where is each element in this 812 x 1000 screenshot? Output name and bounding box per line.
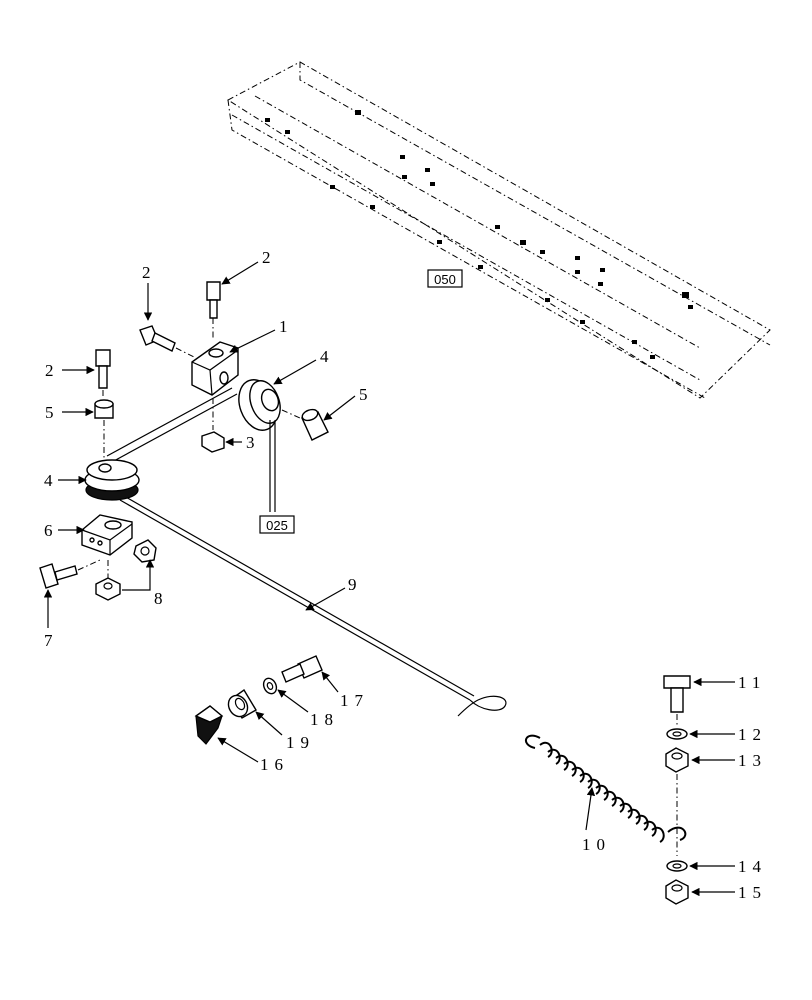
- callout-2b: 2: [262, 248, 277, 267]
- callout-13: 13: [738, 751, 767, 770]
- bolt-upper-horizontal: [139, 325, 197, 359]
- callout-labels: 1 2 2 2 3 4 4 5 5 6 7 8 9 10 11 12 13 14…: [44, 248, 767, 902]
- nut-8-lower: [95, 560, 121, 601]
- washer-14: [666, 860, 688, 872]
- bracket-upper: [191, 341, 239, 396]
- nut-8-upper: [133, 539, 157, 563]
- callout-9: 9: [348, 575, 363, 594]
- callout-2a: 2: [142, 263, 157, 282]
- callout-4a: 4: [320, 347, 335, 366]
- svg-text:050: 050: [434, 272, 456, 287]
- frame-phantom: [227, 61, 771, 399]
- nut-3: [201, 398, 225, 453]
- spacer-right-5: [281, 408, 329, 441]
- spring-10: [525, 734, 687, 843]
- nut-13: [665, 747, 689, 856]
- callout-19: 19: [286, 733, 315, 752]
- callout-10: 10: [582, 835, 611, 854]
- bushing-19: [227, 688, 257, 719]
- knob-16: [194, 705, 224, 745]
- callout-1: 1: [279, 317, 294, 336]
- pulley-lower: [84, 459, 140, 501]
- callout-17: 17: [340, 691, 369, 710]
- callout-12: 12: [738, 725, 767, 744]
- pulley-upper: [238, 379, 281, 431]
- callout-7: 7: [44, 631, 59, 650]
- callout-5b: 5: [359, 385, 374, 404]
- leader-lines: [43, 261, 735, 897]
- callout-5a: 5: [45, 403, 60, 422]
- ref-box-050[interactable]: 050: [427, 269, 463, 288]
- callout-2c: 2: [45, 361, 60, 380]
- callout-16: 16: [260, 755, 289, 774]
- callout-15: 15: [738, 883, 767, 902]
- carriage-bolt-11: [663, 675, 691, 726]
- bracket-lower: [81, 514, 133, 556]
- callout-4b: 4: [44, 471, 59, 490]
- bolt-left: [95, 349, 111, 398]
- spacer-left-5: [94, 399, 114, 458]
- bolt-17: [281, 655, 323, 683]
- frame-holes: [265, 110, 693, 359]
- callout-18: 18: [310, 710, 339, 729]
- cable-025: [269, 420, 276, 512]
- callout-8: 8: [154, 589, 169, 608]
- callout-11: 11: [738, 673, 766, 692]
- callout-6: 6: [44, 521, 59, 540]
- washer-12: [666, 728, 688, 740]
- bolt-upper-vertical: [206, 281, 221, 340]
- ref-box-025[interactable]: 025: [259, 515, 295, 534]
- belt-9: [106, 387, 507, 717]
- callout-14: 14: [738, 857, 767, 876]
- svg-text:025: 025: [266, 518, 288, 533]
- nut-15: [665, 879, 689, 905]
- callout-3: 3: [246, 433, 261, 452]
- carriage-bolt-7: [39, 559, 101, 589]
- washer-18: [262, 677, 278, 695]
